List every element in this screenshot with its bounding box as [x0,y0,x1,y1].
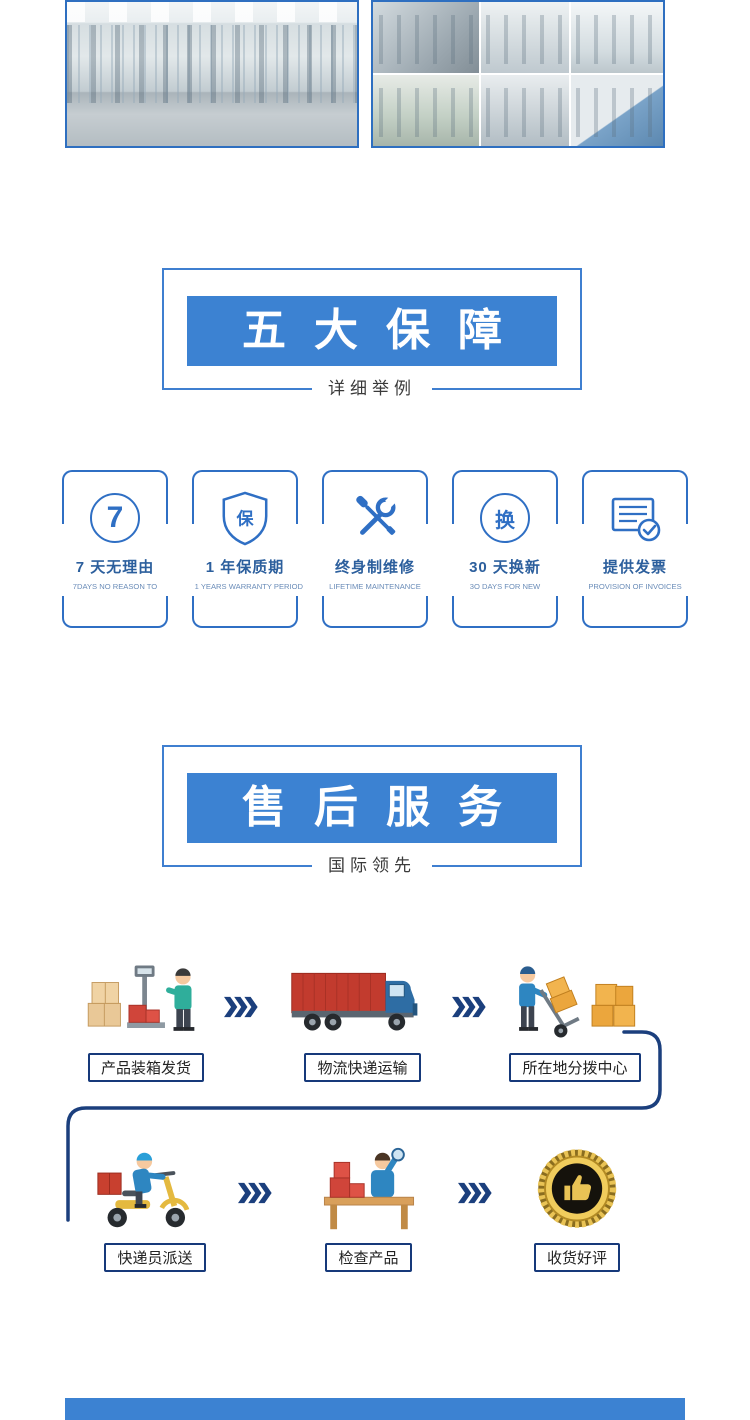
flow-arrow-icon [452,996,486,1018]
banner-title: 五大保障 [242,306,530,355]
delivery-truck-illustration [290,972,417,1031]
guarantee-card-replace: 换 30 天换新 3O DAYS FOR NEW [452,470,558,628]
flow-arrow-icon [224,996,258,1018]
courier-scooter-illustration [96,1152,189,1228]
guarantee-subtitle: PROVISION OF INVOICES [588,582,682,591]
guarantee-card-warranty: 保 1 年保质期 1 YEARS WARRANTY PERIOD [192,470,304,628]
guarantee-card-7-days: 7 7 天无理由 7DAYS NO REASON TO [62,470,168,628]
collage-cell [481,2,569,73]
flow-step-inspection: 检查产品 [296,1144,441,1272]
flow-step-label: 快递员派送 [104,1243,206,1272]
after-sales-banner: 售后服务 国际领先 [162,745,582,879]
banner-subtitle-row: 详细举例 [164,375,580,402]
flow-step-review: 收货好评 [512,1144,642,1272]
collage-cell [570,2,663,73]
flow-step-distribution: 所在地分拨中心 [500,956,650,1082]
banner-subtitle: 详细举例 [312,375,432,402]
flow-step-label: 所在地分拨中心 [509,1053,641,1082]
collage-cell [481,75,569,146]
next-section-banner-peek [65,1398,685,1420]
product-inspection-illustration [323,1147,414,1230]
five-guarantees-banner: 五大保障 详细举例 [162,268,582,402]
guarantee-title: 7 天无理由 [75,559,155,576]
flow-step-label: 物流快递运输 [304,1053,421,1082]
thumbs-up-medal-illustration [537,1149,617,1228]
guarantee-title: 1 年保质期 [205,559,285,576]
flow-arrow-icon [458,1182,492,1204]
invoice-check-icon [582,486,688,550]
packing-scale-illustration [87,965,194,1031]
guarantee-subtitle: 3O DAYS FOR NEW [469,582,541,591]
banner-subtitle-row: 国际领先 [164,852,580,879]
collage-cell [373,2,480,73]
tools-icon [322,486,428,550]
flow-arrow-icon [238,1182,272,1204]
collage-cell [373,75,480,146]
guarantee-card-invoice: 提供发票 PROVISION OF INVOICES [582,470,688,628]
flow-step-courier: 快递员派送 [85,1144,225,1272]
distribution-trolley-illustration [519,966,636,1038]
banner-title-bar: 五大保障 [187,296,557,366]
guarantee-card-maintenance: 终身制维修 LIFETIME MAINTENANCE [322,470,428,628]
service-flow-diagram: 产品装箱发货 [0,948,750,1348]
flow-step-packing: 产品装箱发货 [76,956,216,1082]
flow-step-label: 产品装箱发货 [87,1053,204,1082]
guarantee-title: 30 天换新 [469,559,541,576]
number-7-circle-icon: 7 [62,486,168,550]
guarantee-title: 提供发票 [602,559,667,576]
banner-subtitle: 国际领先 [312,852,432,879]
collage-cell [570,75,663,146]
guarantee-subtitle: LIFETIME MAINTENANCE [329,582,421,591]
factory-workshop-photo [65,0,359,148]
banner-title: 售后服务 [242,783,530,832]
flow-connector-line [66,1030,662,1222]
guarantee-title: 终身制维修 [334,559,415,576]
flow-step-label: 收货好评 [533,1243,620,1272]
guarantee-subtitle: 7DAYS NO REASON TO [72,582,158,591]
exchange-circle-icon: 换 [452,486,558,550]
shield-bao-icon: 保 [192,486,298,550]
guarantee-subtitle: 1 YEARS WARRANTY PERIOD [194,582,304,591]
equipment-collage-photo [371,0,665,148]
flow-step-label: 检查产品 [325,1243,412,1272]
flow-step-logistics: 物流快递运输 [285,956,440,1082]
guarantee-cards-row: 7 7 天无理由 7DAYS NO REASON TO 保 1 年保质期 1 Y… [62,470,688,628]
banner-title-bar: 售后服务 [187,773,557,843]
